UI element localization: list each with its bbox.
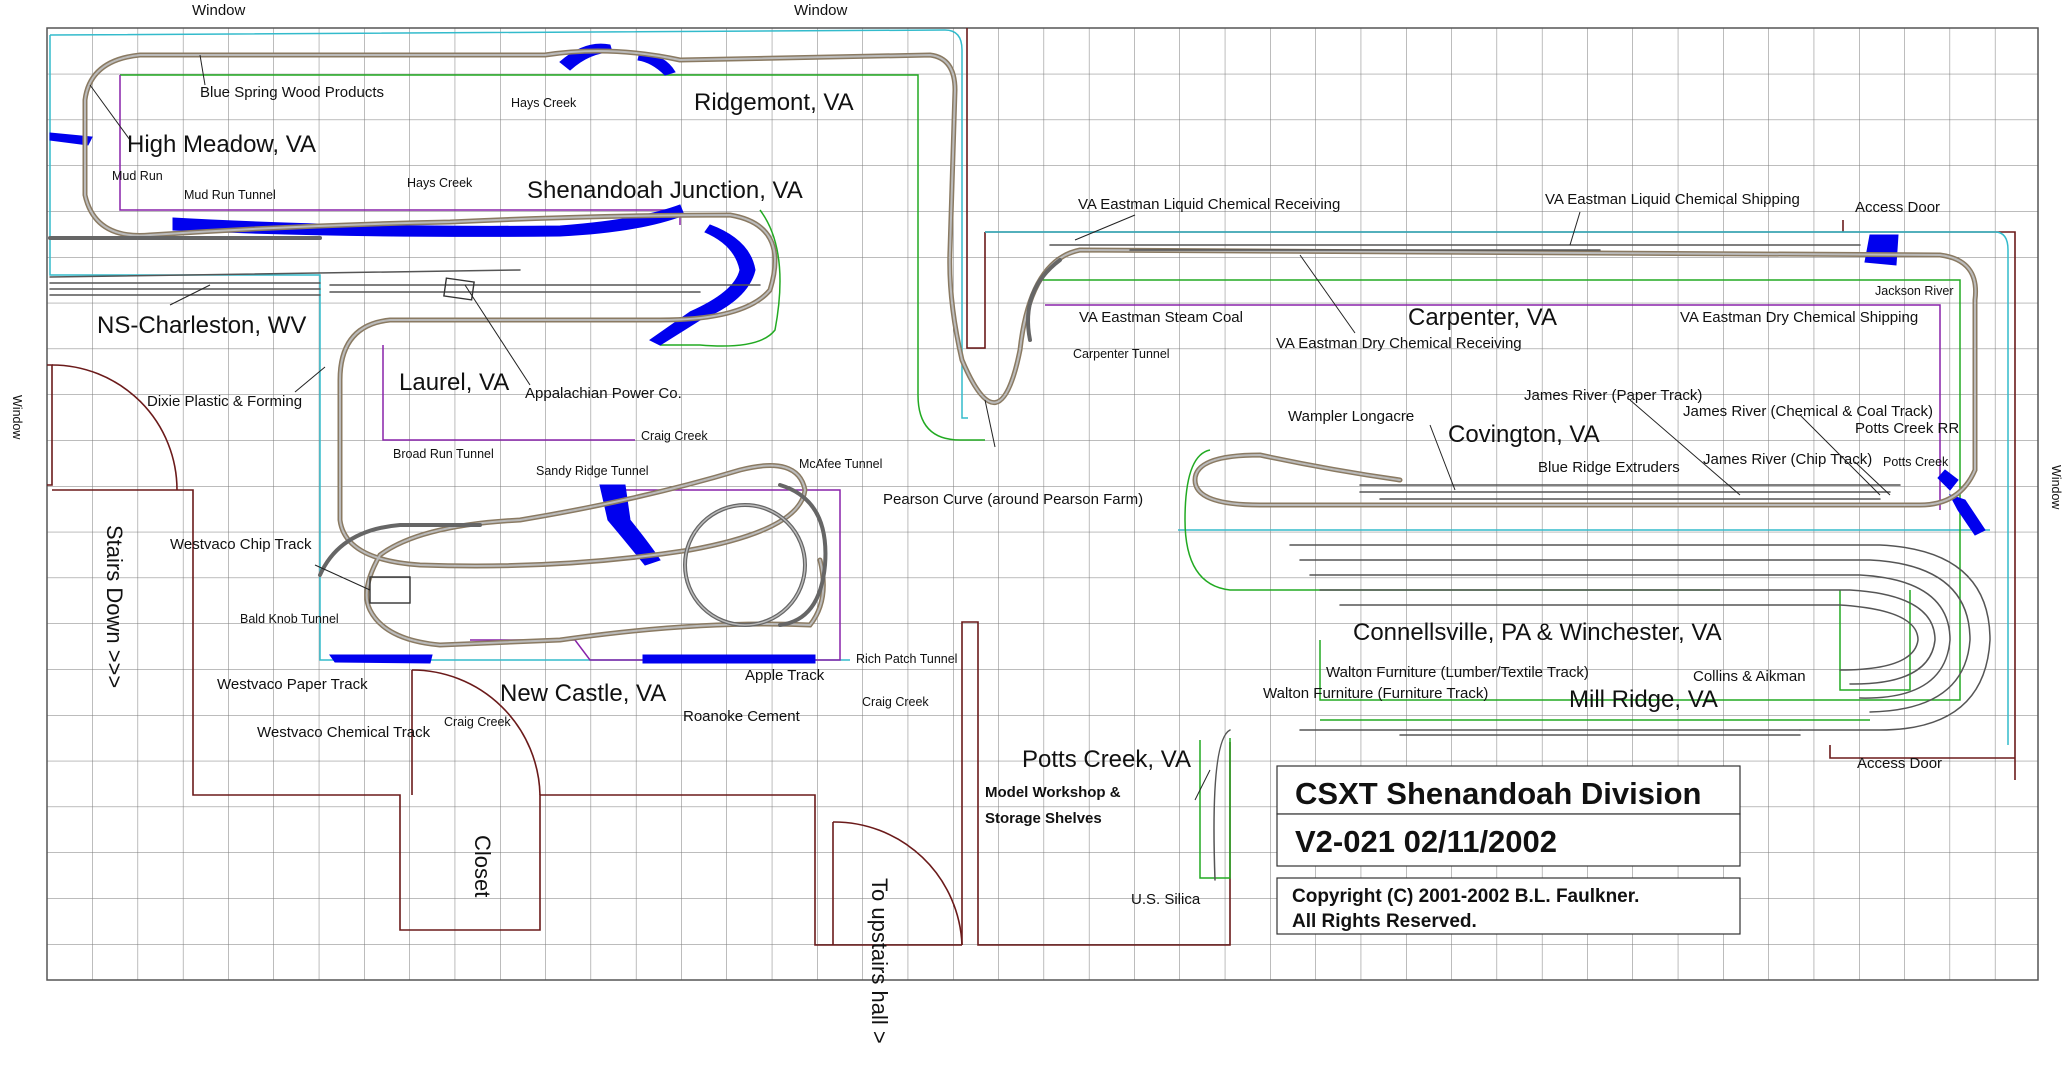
creek-label: Hays Creek bbox=[511, 96, 577, 110]
spot-label: Potts Creek RR bbox=[1855, 420, 1959, 437]
spot-label: Walton Furniture (Furniture Track) bbox=[1263, 685, 1488, 702]
tunnel-label: Bald Knob Tunnel bbox=[240, 612, 339, 626]
town-label: Covington, VA bbox=[1448, 421, 1600, 448]
spot-label: VA Eastman Dry Chemical Receiving bbox=[1276, 335, 1522, 352]
spot-label: Collins & Aikman bbox=[1693, 668, 1806, 685]
spot-label: Westvaco Chemical Track bbox=[257, 724, 431, 741]
copyright-line: All Rights Reserved. bbox=[1292, 911, 1477, 932]
tunnel-label: McAfee Tunnel bbox=[799, 457, 882, 471]
title-block: CSXT Shenandoah Division V2-021 02/11/20… bbox=[1276, 765, 1741, 935]
layout-version: V2-021 02/11/2002 bbox=[1295, 824, 1557, 859]
river-label: Jackson River bbox=[1875, 284, 1954, 298]
spot-label: U.S. Silica bbox=[1131, 891, 1201, 908]
town-label: Carpenter, VA bbox=[1408, 304, 1557, 331]
window-label: Window bbox=[2049, 465, 2063, 510]
upstairs-hall-label: To upstairs hall > bbox=[867, 878, 892, 1044]
tunnel-label: Carpenter Tunnel bbox=[1073, 347, 1170, 361]
spot-label: VA Eastman Liquid Chemical Receiving bbox=[1078, 196, 1340, 213]
spot-label: VA Eastman Steam Coal bbox=[1079, 309, 1243, 326]
copyright-line: Copyright (C) 2001-2002 B.L. Faulkner. bbox=[1292, 886, 1639, 907]
spot-label: Walton Furniture (Lumber/Textile Track) bbox=[1326, 664, 1589, 681]
window-label: Window bbox=[192, 2, 246, 19]
creek-label: Craig Creek bbox=[641, 429, 708, 443]
town-label: Mill Ridge, VA bbox=[1569, 686, 1718, 713]
creek-label: Potts Creek bbox=[1883, 455, 1949, 469]
spot-label: Appalachian Power Co. bbox=[525, 385, 682, 402]
town-labels: High Meadow, VA Ridgemont, VA Shenandoah… bbox=[97, 89, 1722, 773]
creek-label: Craig Creek bbox=[444, 715, 511, 729]
window-label: Window bbox=[794, 2, 848, 19]
spot-label: Wampler Longacre bbox=[1288, 408, 1414, 425]
spot-label: James River (Paper Track) bbox=[1524, 387, 1702, 404]
creek-label: Mud Run bbox=[112, 169, 163, 183]
creek-label: Craig Creek bbox=[862, 695, 929, 709]
spot-label: Apple Track bbox=[745, 667, 825, 684]
industry-labels: Blue Spring Wood Products Dixie Plastic … bbox=[147, 84, 1959, 908]
town-label: New Castle, VA bbox=[500, 680, 666, 707]
window-label: Window bbox=[10, 395, 24, 440]
spot-label: VA Eastman Dry Chemical Shipping bbox=[1680, 309, 1918, 326]
town-label: Ridgemont, VA bbox=[694, 89, 854, 116]
room-labels: Window Window Window Window Stairs Down … bbox=[10, 2, 2063, 1044]
town-label: NS-Charleston, WV bbox=[97, 312, 306, 339]
tunnel-label: Broad Run Tunnel bbox=[393, 447, 494, 461]
spot-label: Westvaco Chip Track bbox=[170, 536, 312, 553]
workshop-label: Storage Shelves bbox=[985, 810, 1102, 827]
town-label: Connellsville, PA & Winchester, VA bbox=[1353, 619, 1722, 646]
access-door-label: Access Door bbox=[1857, 755, 1942, 772]
stairs-label: Stairs Down >>> bbox=[102, 525, 127, 688]
spot-label: Pearson Curve (around Pearson Farm) bbox=[883, 491, 1143, 508]
room-walls bbox=[47, 28, 2016, 946]
town-label: Potts Creek, VA bbox=[1022, 746, 1191, 773]
spot-label: James River (Chip Track) bbox=[1703, 451, 1872, 468]
track-network bbox=[48, 48, 1991, 881]
tunnel-label: Sandy Ridge Tunnel bbox=[536, 464, 649, 478]
spot-label: VA Eastman Liquid Chemical Shipping bbox=[1545, 191, 1800, 208]
closet-label: Closet bbox=[470, 835, 495, 897]
spot-label: James River (Chemical & Coal Track) bbox=[1683, 403, 1933, 420]
benchwork-outlines bbox=[49, 29, 2009, 879]
leader-lines bbox=[89, 54, 1891, 801]
creek-label: Hays Creek bbox=[407, 176, 473, 190]
spot-label: Westvaco Paper Track bbox=[217, 676, 368, 693]
town-label: Shenandoah Junction, VA bbox=[527, 177, 803, 204]
spot-label: Roanoke Cement bbox=[683, 708, 801, 725]
town-label: Laurel, VA bbox=[399, 369, 509, 396]
tunnel-label: Mud Run Tunnel bbox=[184, 188, 276, 202]
workshop-label: Model Workshop & bbox=[985, 784, 1121, 801]
layout-title: CSXT Shenandoah Division bbox=[1295, 776, 1702, 811]
spot-label: Dixie Plastic & Forming bbox=[147, 393, 302, 410]
tunnel-label: Rich Patch Tunnel bbox=[856, 652, 957, 666]
feature-labels: Hays Creek Mud Run Mud Run Tunnel Hays C… bbox=[112, 96, 1954, 729]
spot-label: Blue Ridge Extruders bbox=[1538, 459, 1680, 476]
town-label: High Meadow, VA bbox=[127, 131, 316, 158]
access-door-label: Access Door bbox=[1855, 199, 1940, 216]
spot-label: Blue Spring Wood Products bbox=[200, 84, 384, 101]
